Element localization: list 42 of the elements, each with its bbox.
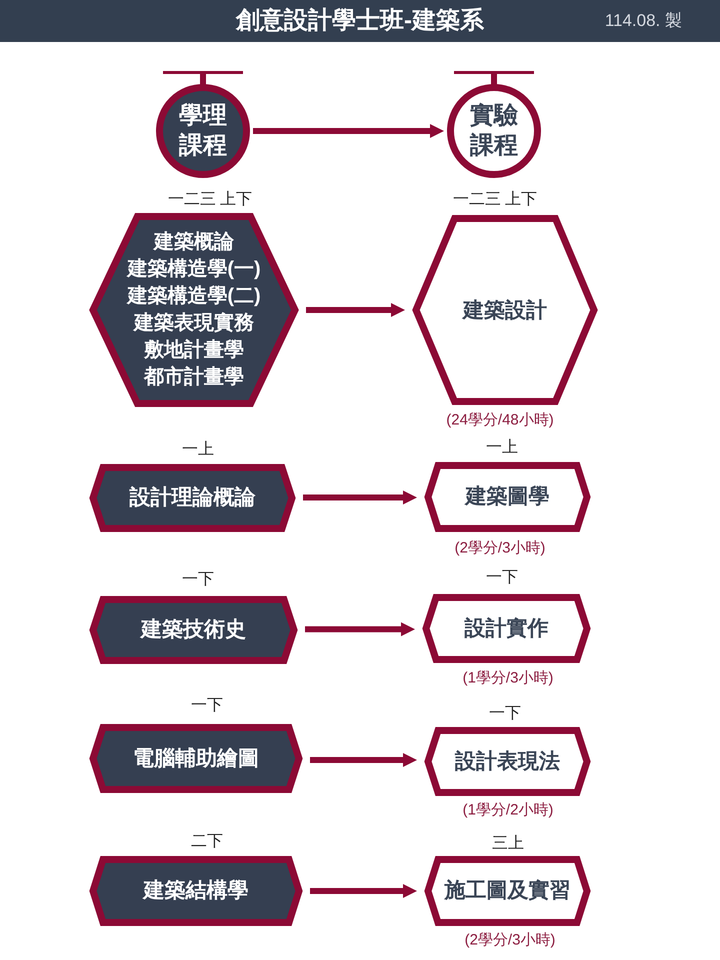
course-name: 設計理論概論	[130, 485, 256, 511]
course-name: 施工圖及實習	[444, 878, 570, 904]
credit-hours-label: (1學分/2小時)	[462, 802, 554, 818]
credit-hours-label: (1學分/3小時)	[462, 670, 554, 686]
course-name: 建築表現實務	[134, 311, 254, 336]
course-name: 建築構造學(二)	[127, 284, 261, 309]
credit-hours-label: (24學分/48小時)	[446, 412, 554, 428]
date-note: 114.08. 製	[604, 10, 682, 32]
arrow	[310, 884, 417, 898]
arrow	[310, 753, 417, 767]
semester-label: 一下	[489, 706, 521, 722]
arrow	[306, 303, 405, 317]
course-name: 建築概論	[154, 230, 234, 255]
course-name: 都市計畫學	[144, 364, 244, 390]
category-circle	[156, 84, 250, 178]
course-name: 建築結構學	[144, 878, 248, 904]
semester-label: 一上	[182, 442, 214, 458]
semester-label: 二下	[191, 834, 223, 850]
course-name: 設計實作	[464, 616, 548, 642]
category-label: 學理課程	[178, 101, 228, 161]
arrow	[305, 622, 415, 636]
category-label: 實驗課程	[468, 101, 519, 161]
semester-label: 一下	[191, 698, 223, 714]
course-name: 建築技術史	[141, 617, 246, 643]
arrow	[303, 490, 417, 504]
semester-label: 一二三 上下	[168, 192, 252, 208]
course-name: 設計表現法	[455, 748, 560, 774]
page-title: 創意設計學士班-建築系	[236, 6, 484, 36]
category-circle	[447, 84, 541, 178]
arrow	[253, 124, 444, 138]
semester-label: 三上	[492, 836, 524, 852]
course-name: 電腦輔助繪圖	[133, 746, 259, 772]
course-name: 敷地計畫學	[144, 338, 244, 363]
credit-hours-label: (2學分/3小時)	[454, 540, 546, 556]
semester-label: 一二三 上下	[452, 192, 538, 208]
semester-label: 一上	[486, 440, 518, 456]
course-name: 建築設計	[463, 298, 547, 324]
course-name: 建築構造學(一)	[127, 257, 261, 282]
semester-label: 一下	[182, 572, 214, 588]
course-name: 建築圖學	[466, 484, 550, 510]
credit-hours-label: (2學分/3小時)	[464, 932, 556, 948]
semester-label: 一下	[486, 570, 518, 586]
